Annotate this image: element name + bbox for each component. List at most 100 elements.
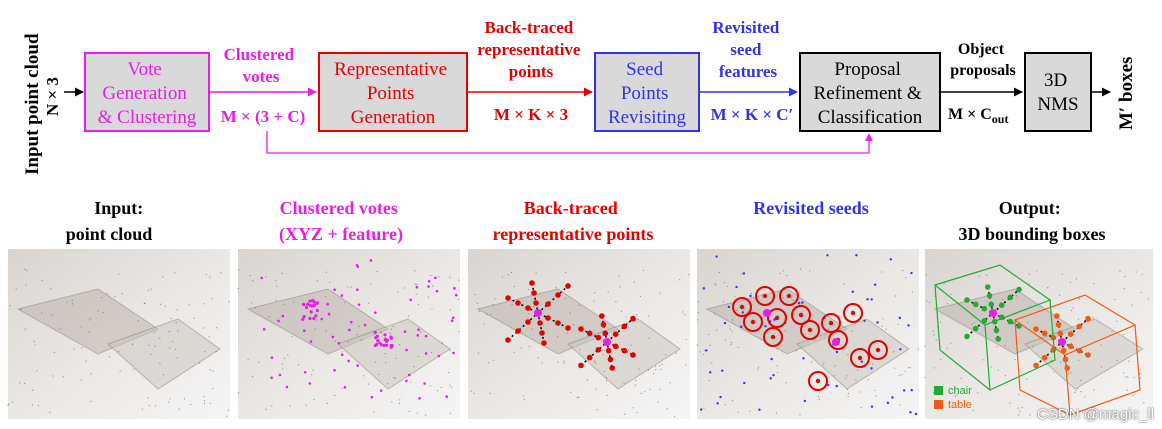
representative-point [1007, 318, 1014, 325]
representative-point [545, 315, 551, 321]
point [41, 312, 43, 314]
vote-point [418, 397, 421, 400]
point [776, 365, 778, 367]
point [699, 351, 701, 353]
svg-text:Input: point cloud: Input: point cloud [66, 198, 153, 244]
seed-circle [743, 312, 763, 332]
point [147, 289, 149, 291]
representative-point [539, 330, 545, 336]
point [385, 362, 387, 364]
revisited-label-3: features [719, 62, 778, 81]
point [106, 292, 108, 295]
vote-cluster-point [310, 304, 314, 308]
seed-circle [791, 305, 811, 325]
point [1002, 298, 1004, 301]
svg-text:Object proposals: Object proposals [950, 41, 1016, 79]
representative-point [525, 319, 531, 325]
seed-point [860, 360, 863, 363]
point [714, 283, 716, 285]
point [265, 408, 267, 411]
point [636, 412, 638, 414]
representative-point [1033, 326, 1039, 332]
seed-point [719, 395, 722, 399]
point [1059, 347, 1061, 349]
representative-point [586, 330, 593, 337]
point [1077, 388, 1079, 390]
point [885, 328, 887, 330]
point [785, 382, 787, 384]
vote-point [409, 298, 413, 302]
vote-point [340, 353, 344, 357]
point [703, 353, 705, 356]
point [909, 366, 911, 369]
clustered-label-2: votes [243, 67, 280, 86]
panel-title-votes-2: (XYZ + feature) [279, 224, 403, 245]
vote-point [427, 280, 431, 283]
point [823, 362, 825, 364]
point [757, 368, 759, 370]
point [1135, 271, 1137, 273]
svg-text:Back-traced representative: Back-traced representative points [477, 18, 584, 81]
point [487, 362, 489, 364]
legend-table-label: table [948, 399, 972, 411]
table-bounding-box [1013, 294, 1141, 417]
point [1122, 372, 1125, 374]
vote-cluster-point [312, 316, 316, 321]
point [37, 404, 40, 407]
svg-text:Proposal Refinement &: Proposal Refinement & Classification [814, 59, 927, 128]
seed-point [891, 396, 894, 399]
point [1123, 287, 1125, 290]
point [977, 392, 979, 394]
seed-point [907, 324, 910, 327]
vote-point [357, 303, 361, 306]
point [88, 319, 90, 321]
point [215, 350, 217, 353]
cluster-center [1058, 338, 1066, 346]
representative-point [607, 356, 614, 363]
point [1070, 372, 1072, 374]
point [729, 328, 731, 330]
point [669, 382, 671, 384]
seed-circle [779, 286, 799, 306]
point [833, 375, 835, 377]
point [730, 343, 732, 346]
revisited-dim: M × K × C′ [711, 105, 794, 124]
point [860, 407, 862, 409]
seed-point [826, 254, 829, 257]
point [734, 295, 736, 297]
point [844, 378, 847, 380]
point [782, 270, 785, 272]
representative-point [555, 292, 561, 298]
representative-point [972, 301, 979, 308]
point [394, 377, 396, 379]
point [729, 325, 731, 327]
point [1125, 376, 1127, 378]
seed-box-line3: Revisiting [608, 107, 687, 128]
panel-title-output-1: Output: [999, 198, 1061, 218]
vote-point [340, 294, 344, 297]
point [603, 370, 605, 373]
point [175, 348, 177, 350]
point [982, 359, 984, 361]
point [204, 351, 206, 353]
point [414, 270, 416, 272]
point [911, 291, 914, 293]
svg-text:Vote Generation & Clus: Vote Generation & Clustering [98, 59, 197, 128]
point [208, 336, 210, 338]
point [929, 301, 931, 304]
point [723, 281, 725, 283]
representative-point [1033, 362, 1039, 369]
vote-point [405, 348, 408, 352]
point [287, 354, 289, 356]
point [1069, 281, 1071, 284]
point [531, 328, 533, 330]
point [147, 397, 149, 399]
point [795, 309, 797, 311]
seed-center [786, 293, 792, 299]
point [859, 391, 862, 393]
seed-circle [821, 313, 841, 333]
point [578, 304, 580, 306]
point [714, 313, 716, 315]
point [252, 280, 254, 282]
point [817, 395, 820, 397]
